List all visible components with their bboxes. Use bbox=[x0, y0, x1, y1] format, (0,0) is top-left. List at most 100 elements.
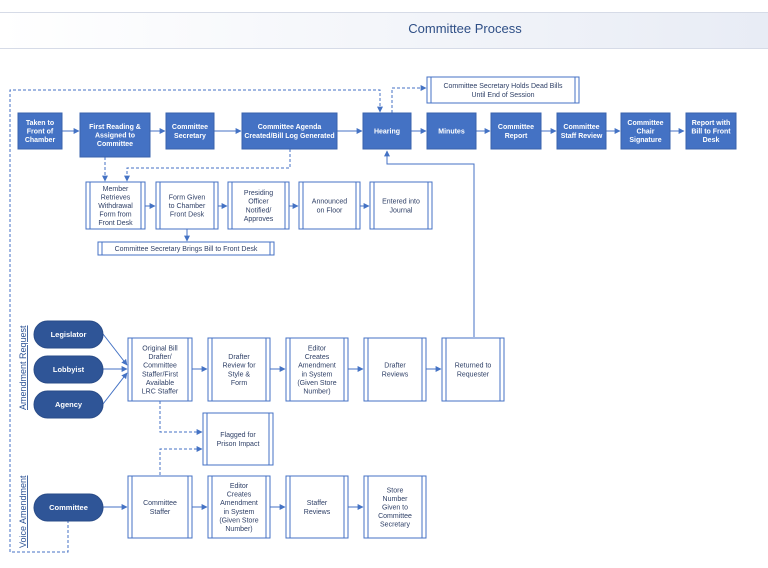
box-text: Until End of Session bbox=[471, 92, 534, 99]
box-text: Creates bbox=[227, 492, 252, 499]
box-dead-bills: Committee Secretary Holds Dead BillsUnti… bbox=[426, 76, 580, 104]
box-text: Reviews bbox=[304, 509, 331, 516]
box-lobbyist: Lobbyist bbox=[33, 355, 104, 384]
box-text: in System bbox=[302, 371, 333, 378]
header-bar: Committee Process bbox=[0, 12, 768, 49]
box-shape bbox=[441, 337, 505, 402]
box-text: Drafter bbox=[228, 354, 250, 361]
box-text: Reviews bbox=[382, 371, 409, 378]
box-text: Staffer bbox=[150, 509, 171, 516]
box-text: Front Desk bbox=[98, 220, 133, 227]
box-text: Chair bbox=[637, 129, 655, 136]
box-shape bbox=[33, 320, 104, 349]
box-text: Presiding bbox=[244, 190, 273, 197]
box-text: Returned to bbox=[455, 363, 492, 370]
box-shape bbox=[426, 76, 580, 104]
box-shape bbox=[426, 112, 477, 150]
box-text: Creates bbox=[305, 354, 330, 361]
box-text: Secretary bbox=[380, 522, 410, 529]
box-text: Announced bbox=[312, 199, 348, 206]
box-text: Lobbyist bbox=[53, 365, 85, 374]
box-text: Agency bbox=[55, 400, 83, 409]
box-shape bbox=[285, 337, 349, 402]
box-legislator: Legislator bbox=[33, 320, 104, 349]
page-title: Committee Process bbox=[408, 21, 522, 36]
box-text: Committee bbox=[627, 120, 663, 127]
box-text: Retrieves bbox=[101, 194, 131, 201]
box-shape bbox=[85, 181, 146, 230]
box-text: to Chamber bbox=[169, 203, 206, 210]
box-text: Number) bbox=[303, 389, 330, 396]
box-shape bbox=[298, 181, 361, 230]
box-shape bbox=[165, 112, 215, 150]
box-shape bbox=[227, 181, 290, 230]
box-text: Bill to Front bbox=[691, 129, 731, 136]
arrow-agenda-to-member bbox=[124, 149, 291, 182]
box-text: Amendment bbox=[298, 363, 336, 370]
box-text: Committee bbox=[143, 363, 177, 370]
box-shape bbox=[685, 112, 737, 150]
arrow-drafter-to-prison bbox=[159, 401, 203, 435]
box-text: (Given Store bbox=[219, 517, 258, 524]
box-shape bbox=[363, 337, 427, 402]
box-text: Editor bbox=[308, 346, 327, 353]
box-text: Requester bbox=[457, 371, 490, 378]
box-text: Entered into bbox=[382, 199, 420, 206]
box-text: Original Bill bbox=[142, 346, 178, 353]
box-text: Committee bbox=[143, 500, 177, 507]
box-text: Committee bbox=[172, 124, 208, 131]
box-text: Secretary bbox=[174, 133, 206, 140]
box-text: Amendment bbox=[220, 500, 258, 507]
box-text: Committee bbox=[563, 124, 599, 131]
box-text: Form Given bbox=[169, 194, 206, 201]
box-text: Staffer/First bbox=[142, 371, 178, 378]
box-text: First Reading & bbox=[89, 124, 141, 131]
arrow-legislator-to-drafter bbox=[102, 333, 128, 366]
box-text: Drafter bbox=[384, 363, 406, 370]
box-text: Front Desk bbox=[170, 212, 205, 219]
box-shape bbox=[620, 112, 671, 150]
box-text: Signature bbox=[629, 137, 661, 144]
box-text: Staffer bbox=[307, 500, 328, 507]
box-shape bbox=[79, 112, 151, 158]
box-text: Approves bbox=[244, 216, 274, 223]
box-text: on Floor bbox=[317, 207, 343, 214]
box-text: Committee bbox=[49, 503, 88, 512]
amendment-request-label: Amendment Request bbox=[18, 325, 28, 410]
box-shape bbox=[363, 475, 427, 539]
box-text: Committee Secretary Holds Dead Bills bbox=[443, 83, 563, 90]
box-drafter: Original BillDrafter/CommitteeStaffer/Fi… bbox=[127, 337, 193, 402]
box-text: Chamber bbox=[25, 137, 56, 144]
arrow-staffer-to-prison bbox=[159, 446, 203, 475]
box-text: Available bbox=[146, 380, 174, 387]
box-text: Committee Secretary Brings Bill to Front… bbox=[115, 246, 258, 253]
box-text: Form from bbox=[99, 212, 131, 219]
box-brings-bill: Committee Secretary Brings Bill to Front… bbox=[97, 241, 275, 256]
connectors bbox=[9, 85, 685, 553]
box-shape bbox=[17, 112, 63, 150]
box-text: Committee bbox=[498, 124, 534, 131]
box-agency: Agency bbox=[33, 390, 104, 419]
box-shape bbox=[207, 475, 271, 539]
box-text: Flagged for bbox=[220, 432, 256, 439]
box-text: Member bbox=[103, 186, 129, 193]
box-text: Desk bbox=[703, 137, 720, 144]
box-text: Form bbox=[231, 380, 248, 387]
box-shape bbox=[362, 112, 412, 150]
